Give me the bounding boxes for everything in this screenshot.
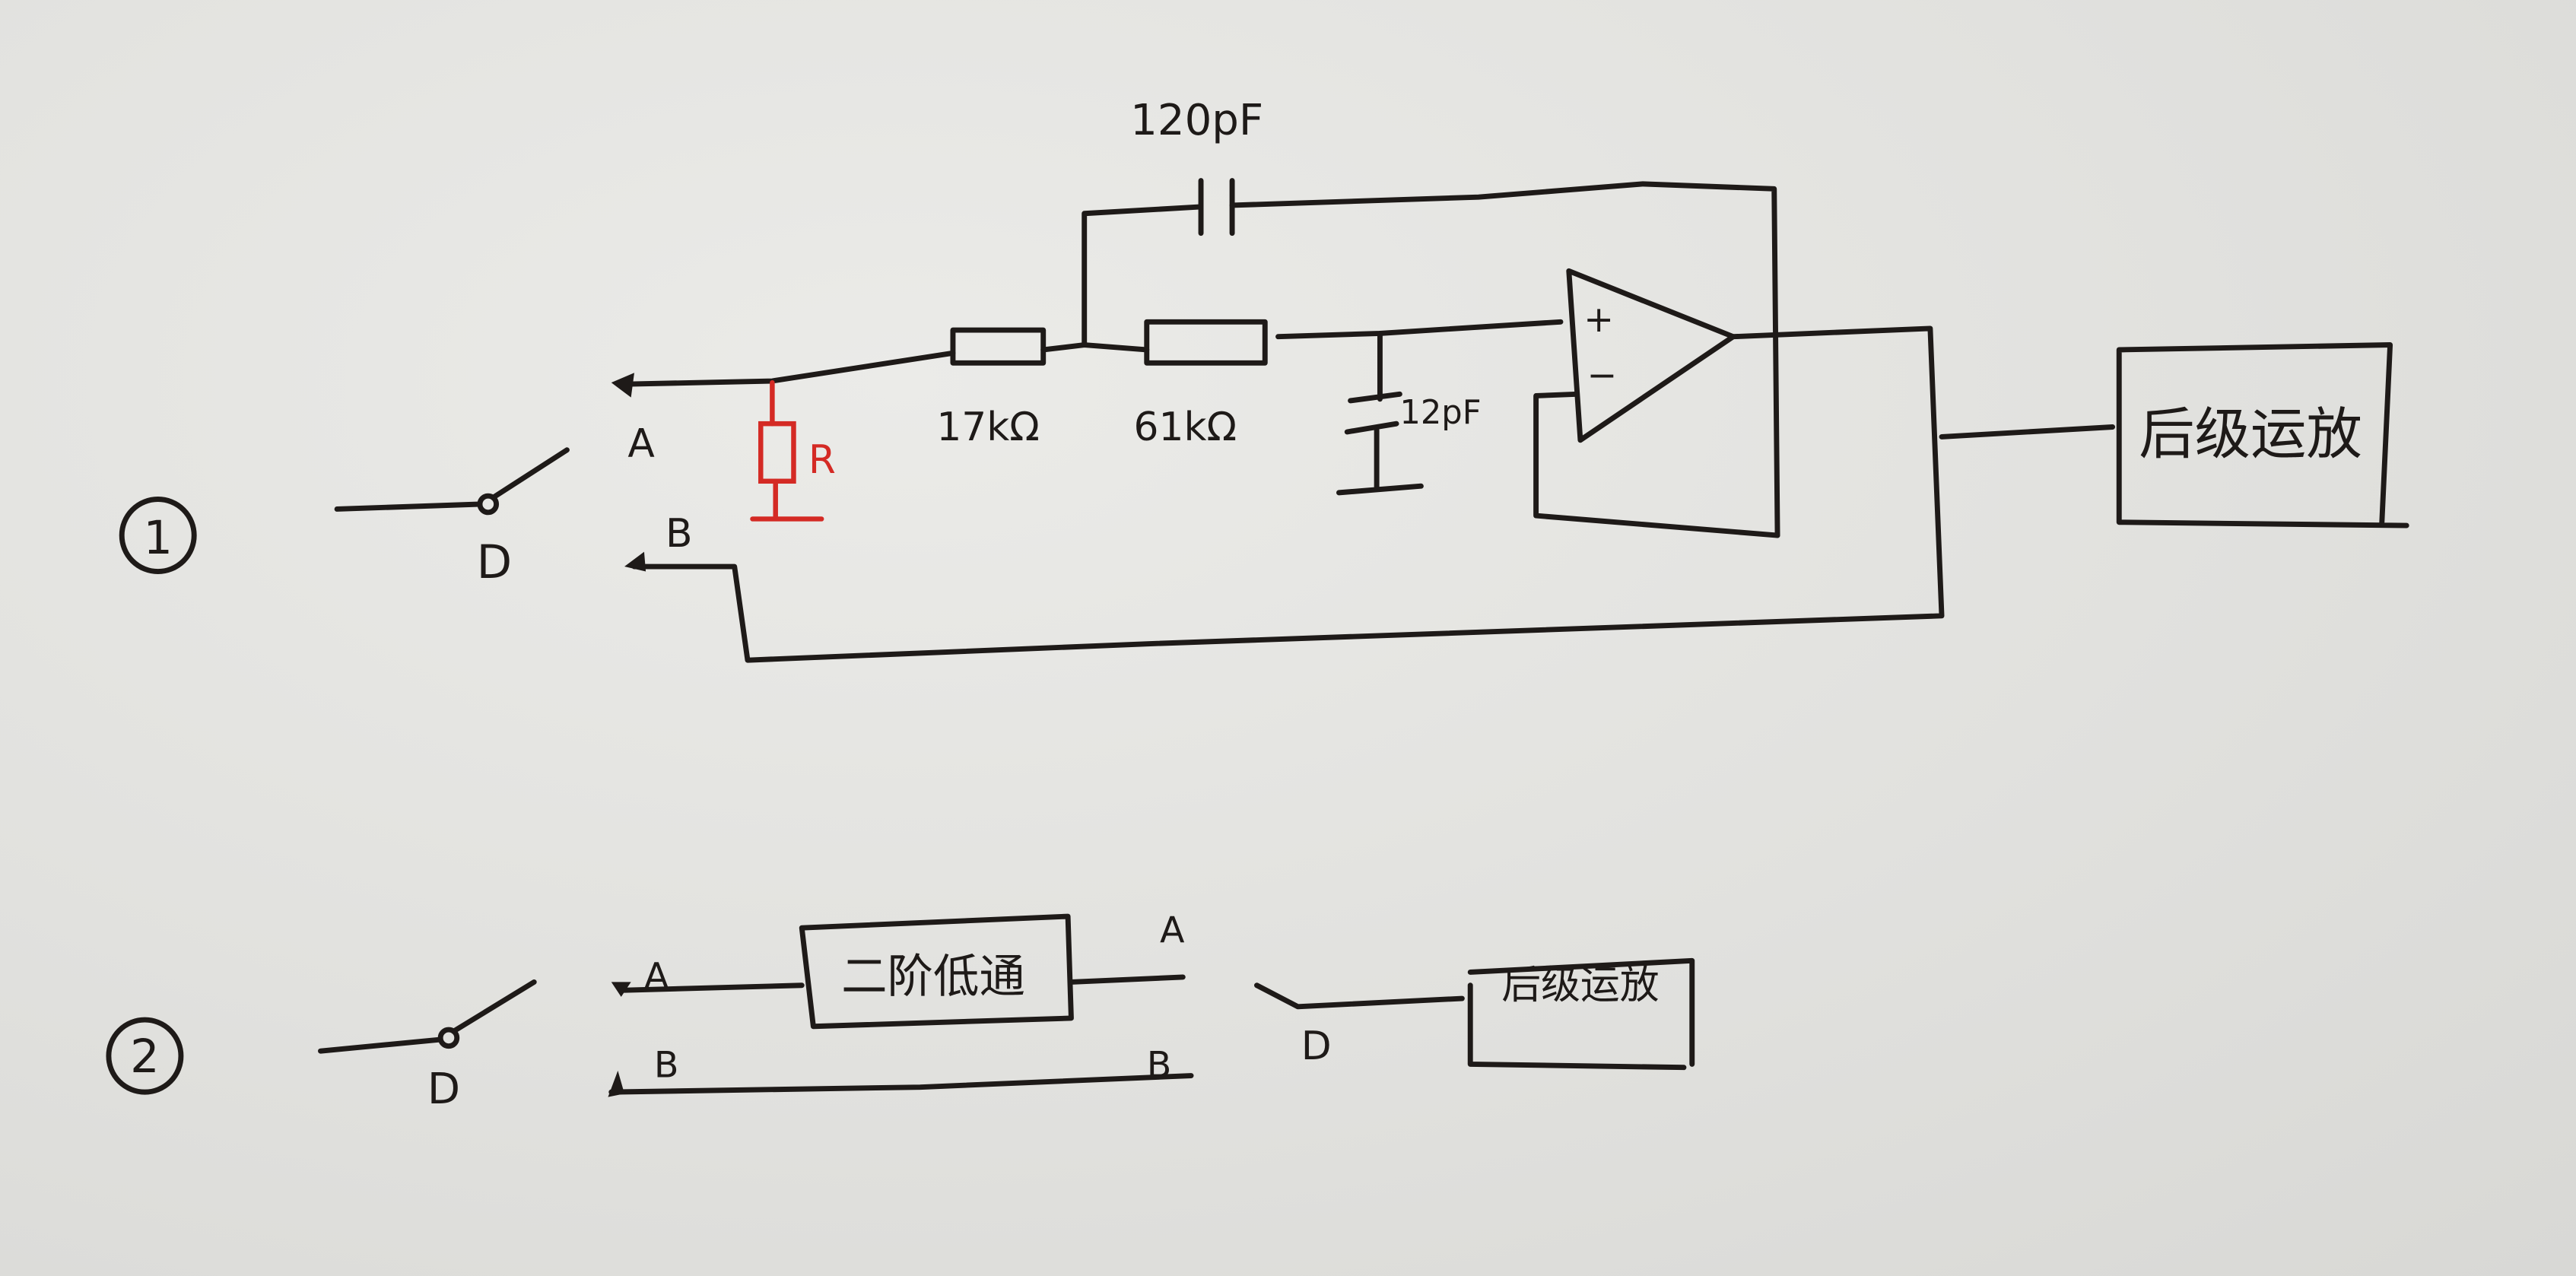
switch-1: D	[334, 447, 570, 589]
capacitor-12pf-label: 12pF	[1399, 394, 1481, 432]
capacitor-12pf	[1336, 330, 1424, 496]
feedback-wire	[1082, 181, 1780, 538]
terminal-a-in-arrow	[611, 982, 631, 997]
opamp-minus: −	[1587, 355, 1618, 397]
shunt-resistor-label: R	[808, 437, 836, 483]
resistor-61k-label: 61kΩ	[1133, 405, 1237, 450]
lowpass-filter-label: 二阶低通	[841, 950, 1025, 1003]
switch-2-lever	[450, 979, 537, 1034]
switch-2-right-label: D	[1301, 1024, 1332, 1069]
opamp	[1566, 268, 1736, 443]
shunt-resistor-leads	[750, 379, 824, 522]
next-stage-box	[2116, 342, 2409, 528]
opamp-minus-feedback	[1533, 391, 1780, 538]
terminal-b-label: B	[665, 511, 693, 557]
terminal-b-in-arrow	[608, 1071, 625, 1097]
next-stage-box-2	[1467, 957, 1695, 1071]
terminal-b-in-label: B	[654, 1045, 679, 1087]
wire-mid	[1040, 342, 1150, 353]
switch-lever	[490, 447, 570, 500]
switch-2-wire	[318, 1036, 443, 1054]
circuit-1: 1 D A R 17kΩ 120pF 61kΩ 12pF	[119, 96, 2409, 663]
lowpass-filter-box	[799, 913, 1074, 1030]
resistor-17k	[950, 327, 1047, 366]
terminal-b-arrow	[624, 551, 646, 572]
terminal-a-out-label: A	[1160, 910, 1185, 952]
circuit-2-index: 2	[130, 1030, 159, 1084]
output-and-b-return	[631, 325, 1945, 663]
next-stage-label: 后级运放	[2139, 402, 2362, 467]
switch-2-right	[1254, 982, 1465, 1010]
opamp-plus: +	[1583, 299, 1614, 341]
circuit-2-index-circle	[106, 1017, 184, 1095]
switch-2-pivot	[437, 1027, 460, 1049]
wire-to-plus	[1275, 319, 1564, 340]
capacitor-120pf	[1198, 178, 1235, 236]
circuit-1-index: 1	[143, 512, 172, 565]
switch-label: D	[477, 536, 513, 589]
terminal-a-label: A	[627, 421, 655, 466]
wire-a-in	[621, 982, 805, 993]
capacitor-120pf-label: 120pF	[1130, 96, 1263, 145]
wire-a-out	[1068, 974, 1186, 985]
resistor-17k-label: 17kΩ	[936, 405, 1040, 450]
switch-pivot	[477, 493, 500, 516]
wire-to-next-stage	[1939, 424, 2116, 440]
switch-wire	[334, 501, 483, 512]
next-stage-label-2: 后级运放	[1501, 963, 1659, 1008]
circuit-2: 2 D A 二阶低通 A B B D 后级运放	[106, 910, 1695, 1114]
shunt-resistor-r: R	[750, 379, 836, 522]
wire-b	[608, 1073, 1194, 1095]
switch-2-left-label: D	[427, 1065, 460, 1114]
resistor-61k	[1144, 319, 1268, 366]
wire-a-input	[618, 350, 956, 387]
circuit-1-index-circle	[119, 497, 197, 574]
terminal-b-out-label: B	[1147, 1045, 1172, 1087]
shunt-resistor-body	[758, 421, 796, 484]
